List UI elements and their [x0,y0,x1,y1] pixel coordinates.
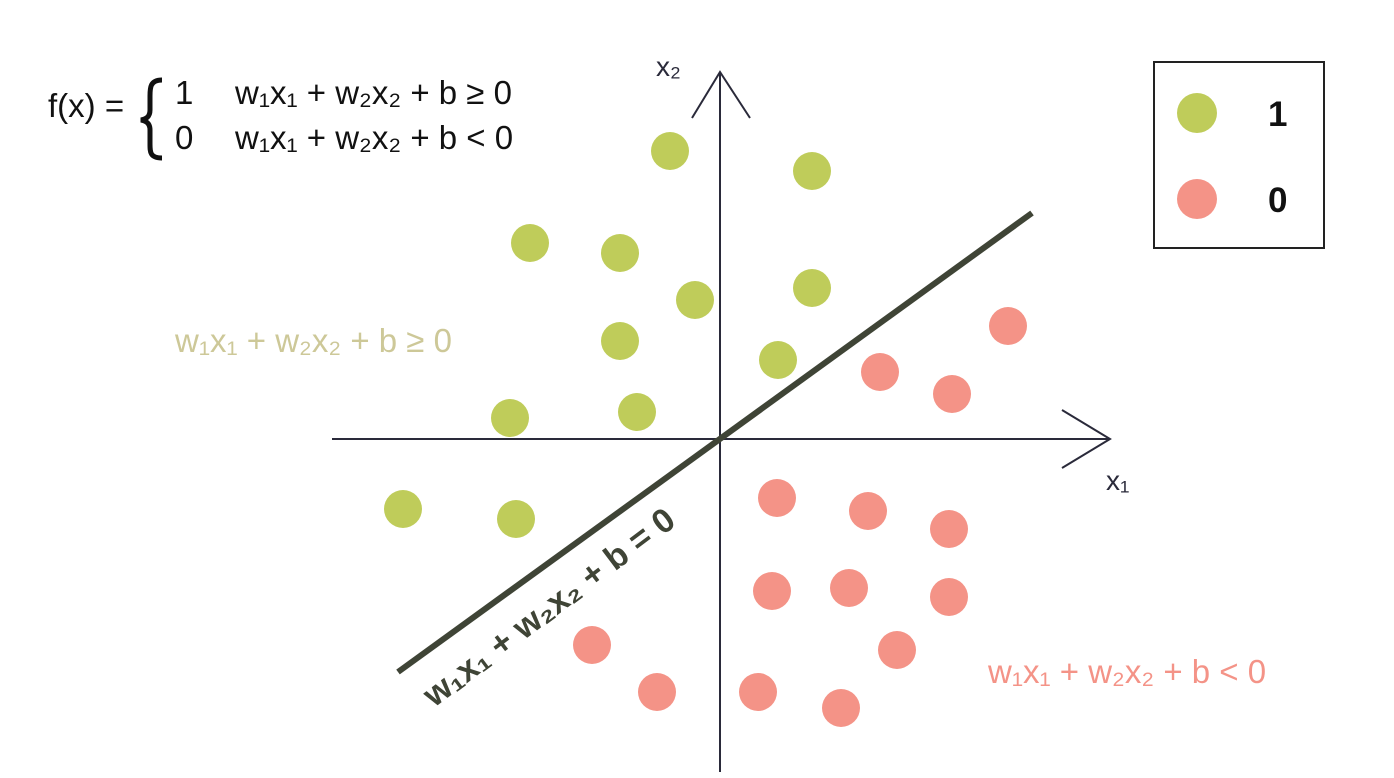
formula-case-zero-value: 0 [175,119,193,156]
class-one-point-7 [601,322,639,360]
class-one-point-5 [676,281,714,319]
class-zero-point-4 [758,479,796,517]
class-one-point-11 [384,490,422,528]
legend-class-one-label: 1 [1268,95,1287,134]
class-zero-point-12 [638,673,676,711]
lower-region-label: w₁x₁ + w₂x₂ + b < 0 [987,653,1266,690]
class-one-point-12 [497,500,535,538]
class-one-point-9 [491,399,529,437]
class-zero-point-1 [989,307,1027,345]
class-zero-point-5 [849,492,887,530]
class-zero-point-14 [822,689,860,727]
piecewise-formula: f(x) = 1 w₁x₁ + w₂x₂ + b ≥ 0 0 w₁x₁ + w₂… [48,74,513,161]
class-zero-point-11 [573,626,611,664]
decision-boundary-line [396,210,1034,675]
y-axis-label: x₂ [656,51,681,82]
y-axis-arrowhead [691,70,751,119]
formula-brace [140,77,163,161]
formula-lhs: f(x) = [48,87,124,124]
class-zero-point-6 [930,510,968,548]
class-zero-point-13 [739,673,777,711]
class-zero-point-2 [861,353,899,391]
formula-case-one-condition: w₁x₁ + w₂x₂ + b ≥ 0 [234,74,512,111]
legend: 1 0 [1153,61,1325,249]
class-one-point-4 [601,234,639,272]
legend-box [1153,61,1325,249]
class-one-point-1 [651,132,689,170]
x-axis-label: x₁ [1106,465,1129,496]
class-one-point-10 [618,393,656,431]
class-zero-point-9 [930,578,968,616]
formula-case-zero-condition: w₁x₁ + w₂x₂ + b < 0 [234,119,513,156]
class-zero-point-3 [933,375,971,413]
legend-class-one-marker [1177,93,1217,133]
class-one-point-2 [793,152,831,190]
x-axis-arrowhead [1061,409,1112,469]
class-zero-point-10 [878,631,916,669]
class-one-point-8 [759,341,797,379]
upper-region-label: w₁x₁ + w₂x₂ + b ≥ 0 [174,322,452,359]
formula-case-one-value: 1 [175,74,193,111]
class-one-point-3 [511,224,549,262]
legend-class-zero-label: 0 [1268,181,1287,220]
class-zero-point-7 [753,572,791,610]
class-zero-point-8 [830,569,868,607]
class-one-point-6 [793,269,831,307]
scatter-points [384,132,1027,727]
legend-class-zero-marker [1177,179,1217,219]
